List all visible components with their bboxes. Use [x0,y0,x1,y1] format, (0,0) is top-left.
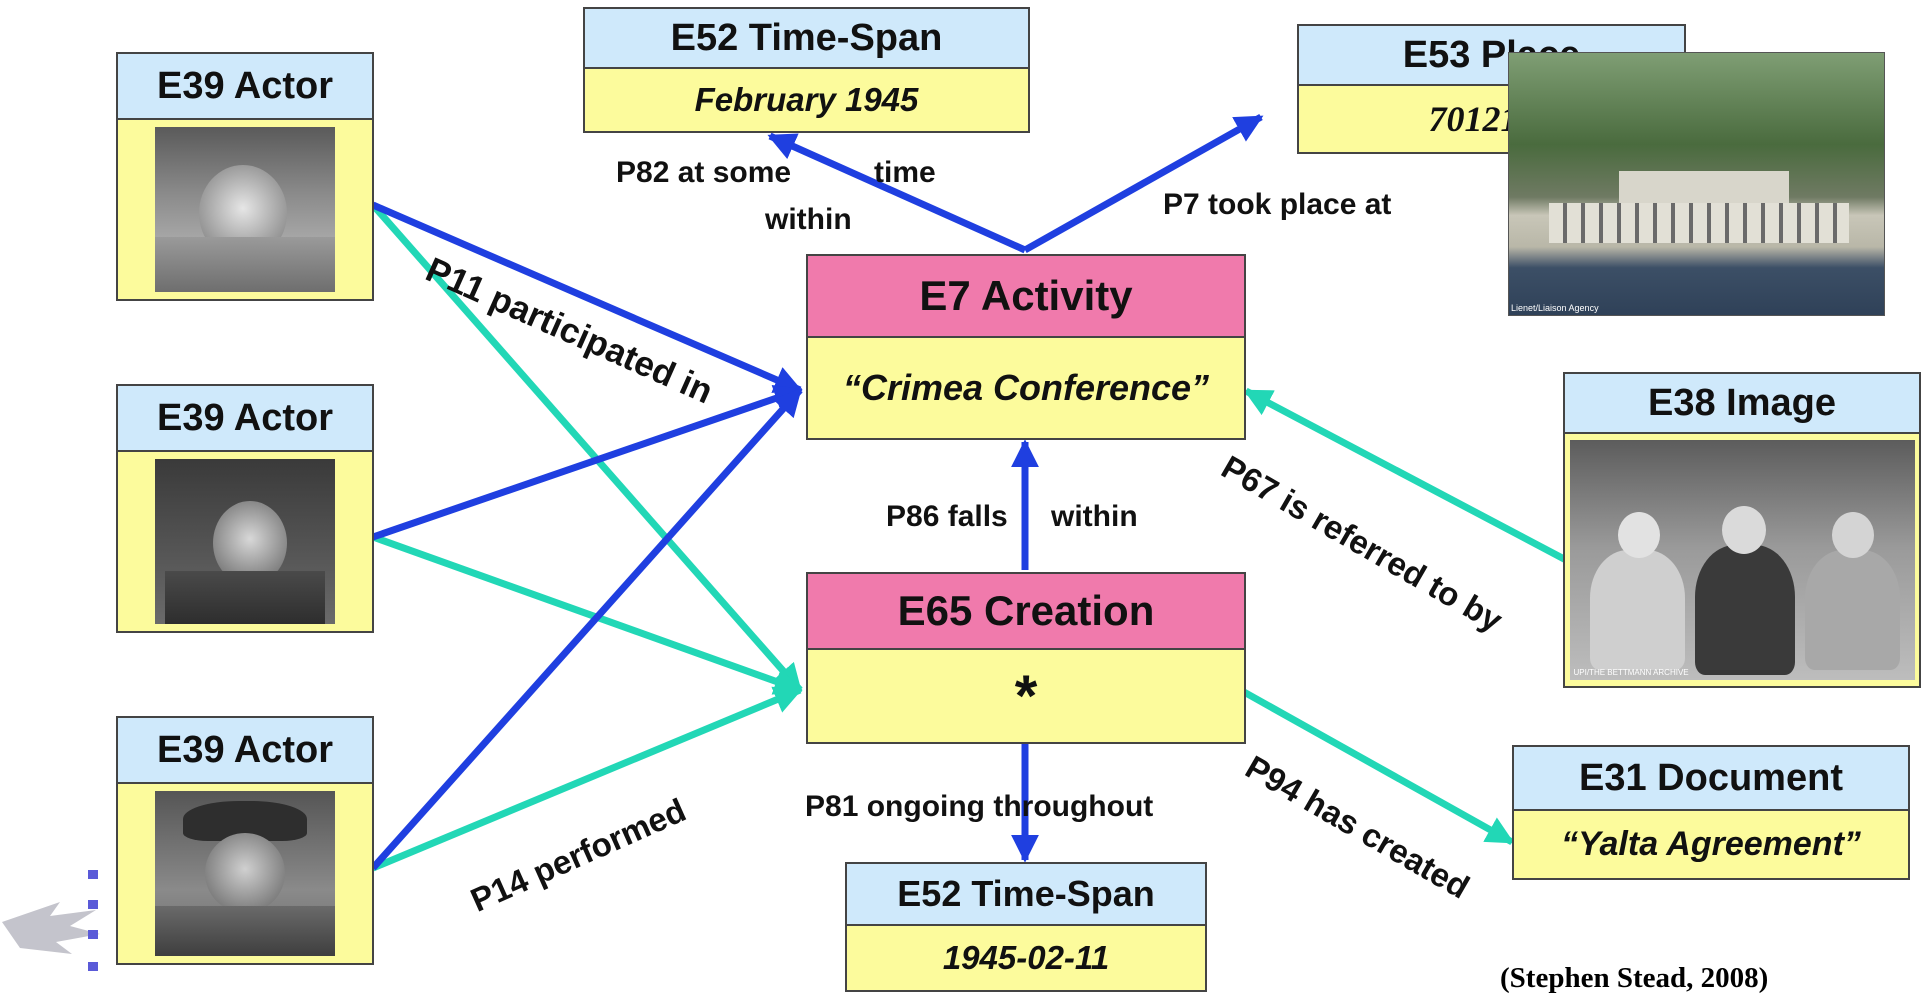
image-photo-credit: UPI/THE BETTMANN ARCHIVE [1573,668,1689,677]
p11-arrow-actor3 [370,387,803,871]
creation-node: E65 Creation * [806,572,1246,744]
p14-arrow-actor2 [371,533,803,695]
activity-class-label: E7 Activity [808,256,1244,338]
p81-label: P81 ongoing throughout [805,790,1154,823]
university-logo [0,850,120,985]
timespan-bottom-value: 1945-02-11 [847,926,1205,990]
p14-arrow-actor3 [371,686,803,872]
p86-label-part2: within [1051,500,1138,533]
actor-node-1: E39 Actor [116,52,374,301]
p67-arrow [1243,387,1568,564]
p7-label: P7 took place at [1163,188,1392,221]
p11-arrow-actor1 [371,201,803,394]
yalta-conference-photo: UPI/THE BETTMANN ARCHIVE [1569,440,1915,680]
timespan-top-class-label: E52 Time-Span [585,9,1028,69]
image-class-label: E38 Image [1565,374,1919,434]
p11-arrow-actor2 [371,384,803,541]
creation-class-label: E65 Creation [808,574,1244,650]
actor-1-portrait [155,127,335,292]
actor-3-class-label: E39 Actor [118,718,372,784]
p82-label-part3: within [765,203,852,236]
actor-3-portrait [155,791,335,956]
place-photo: Lienet/Liaison Agency [1508,52,1885,316]
timespan-node-top: E52 Time-Span February 1945 [583,7,1030,133]
actor-node-2: E39 Actor [116,384,374,633]
p14-arrow-actor1 [370,202,803,693]
actor-node-3: E39 Actor [116,716,374,965]
p82-arrow [767,132,1027,254]
citation-credit: (Stephen Stead, 2008) [1500,962,1769,994]
p86-label-part1: P86 falls [886,500,1008,533]
document-value: “Yalta Agreement” [1514,811,1908,878]
activity-node: E7 Activity “Crimea Conference” [806,254,1246,440]
creation-value: * [808,650,1244,742]
p82-label-part1: P82 at some [616,156,792,189]
timespan-node-bottom: E52 Time-Span 1945-02-11 [845,862,1207,992]
actor-1-class-label: E39 Actor [118,54,372,120]
activity-value: “Crimea Conference” [808,338,1244,438]
timespan-top-value: February 1945 [585,69,1028,131]
timespan-bottom-class-label: E52 Time-Span [847,864,1205,926]
actor-2-class-label: E39 Actor [118,386,372,452]
p94-arrow [1242,688,1515,846]
place-photo-credit: Lienet/Liaison Agency [1511,303,1599,313]
p82-label-part2: time [874,156,936,189]
actor-2-portrait [155,459,335,624]
document-class-label: E31 Document [1514,747,1908,811]
image-node: E38 Image UPI/THE BETTMANN ARCHIVE [1563,372,1921,688]
p7-arrow [1023,113,1264,254]
document-node: E31 Document “Yalta Agreement” [1512,745,1910,880]
